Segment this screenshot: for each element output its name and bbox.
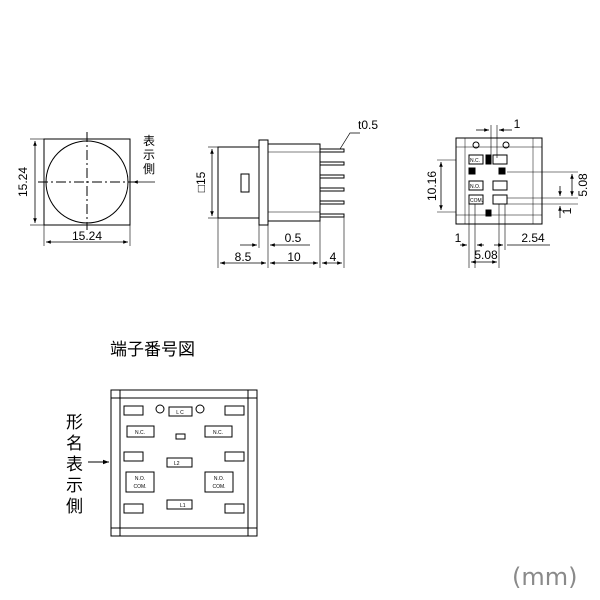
terminal-l1-box xyxy=(166,499,193,510)
side-view-terminals xyxy=(319,148,345,218)
terminal-no-com-left-box xyxy=(125,471,155,493)
model-side-char-4: 示 xyxy=(66,476,83,496)
terminal-no-com-right-box xyxy=(204,471,234,493)
terminal-l1: L1 xyxy=(180,503,186,509)
display-side-char-2: 示 xyxy=(143,148,155,162)
terminal-lc-box xyxy=(168,406,193,417)
terminal-nc-right: N.C. xyxy=(213,430,223,436)
display-side-char-3: 側 xyxy=(143,162,155,176)
dim-10-label: 10 xyxy=(287,250,301,264)
thickness-leader xyxy=(339,132,360,150)
side-view-button xyxy=(217,146,260,219)
terminal-diagram xyxy=(88,389,258,537)
model-side-char-2: 名 xyxy=(66,434,83,454)
terminal-l2-box xyxy=(166,457,193,468)
side-view xyxy=(208,132,360,268)
terminal-com-left: COM. xyxy=(133,484,146,490)
terminal-no-right: N.O. xyxy=(214,476,224,482)
side-view-indicator xyxy=(240,173,250,193)
dim-10-16-label: 10.16 xyxy=(425,171,439,201)
dim-4-label: 4 xyxy=(330,250,337,264)
terminal-l2: L2 xyxy=(174,461,180,467)
dim-5-08-right-label: 5.08 xyxy=(576,173,590,197)
front-view xyxy=(30,132,155,246)
terminal-nc-right-box xyxy=(204,425,233,438)
dim-5-08-bottom-label: 5.08 xyxy=(474,248,498,262)
front-width-label: 15.24 xyxy=(72,229,102,243)
model-side-char-5: 側 xyxy=(66,497,83,517)
terminal-nc-left-box xyxy=(126,425,155,438)
terminal-diagram-title: 端子番号図 xyxy=(110,340,195,360)
dim-1-top-label: 1 xyxy=(514,117,521,131)
dim-0-5-label: 0.5 xyxy=(285,231,302,245)
bottom-pad-com: COM. xyxy=(470,198,483,204)
square-dim-label: □15 xyxy=(194,171,208,192)
terminal-nc-left: N.C. xyxy=(135,430,145,436)
dim-1-bottom-label: 1 xyxy=(455,231,462,245)
terminal-lc: L C xyxy=(176,410,184,416)
thickness-label: t0.5 xyxy=(358,118,378,132)
terminal-diagram-outer xyxy=(110,389,258,537)
unit-label: (mm) xyxy=(512,563,577,591)
front-height-label: 15.24 xyxy=(16,167,30,197)
terminal-no-left: N.O. xyxy=(135,476,145,482)
model-side-char-1: 形 xyxy=(66,413,83,433)
dim-8-5-label: 8.5 xyxy=(235,250,252,264)
terminal-com-right: COM. xyxy=(212,484,225,490)
side-view-housing xyxy=(267,143,321,222)
bottom-view xyxy=(437,125,578,268)
bottom-pad-no: N.O. xyxy=(470,184,480,190)
model-side-char-3: 表 xyxy=(66,455,83,475)
dim-2-54-label: 2.54 xyxy=(521,231,545,245)
terminal-diagram-inner xyxy=(119,397,249,529)
side-view-bezel xyxy=(258,139,269,226)
dim-1-right-label: 1 xyxy=(560,207,574,214)
display-side-char-1: 表 xyxy=(143,134,155,148)
bottom-pad-nc: N.C. xyxy=(470,158,480,164)
